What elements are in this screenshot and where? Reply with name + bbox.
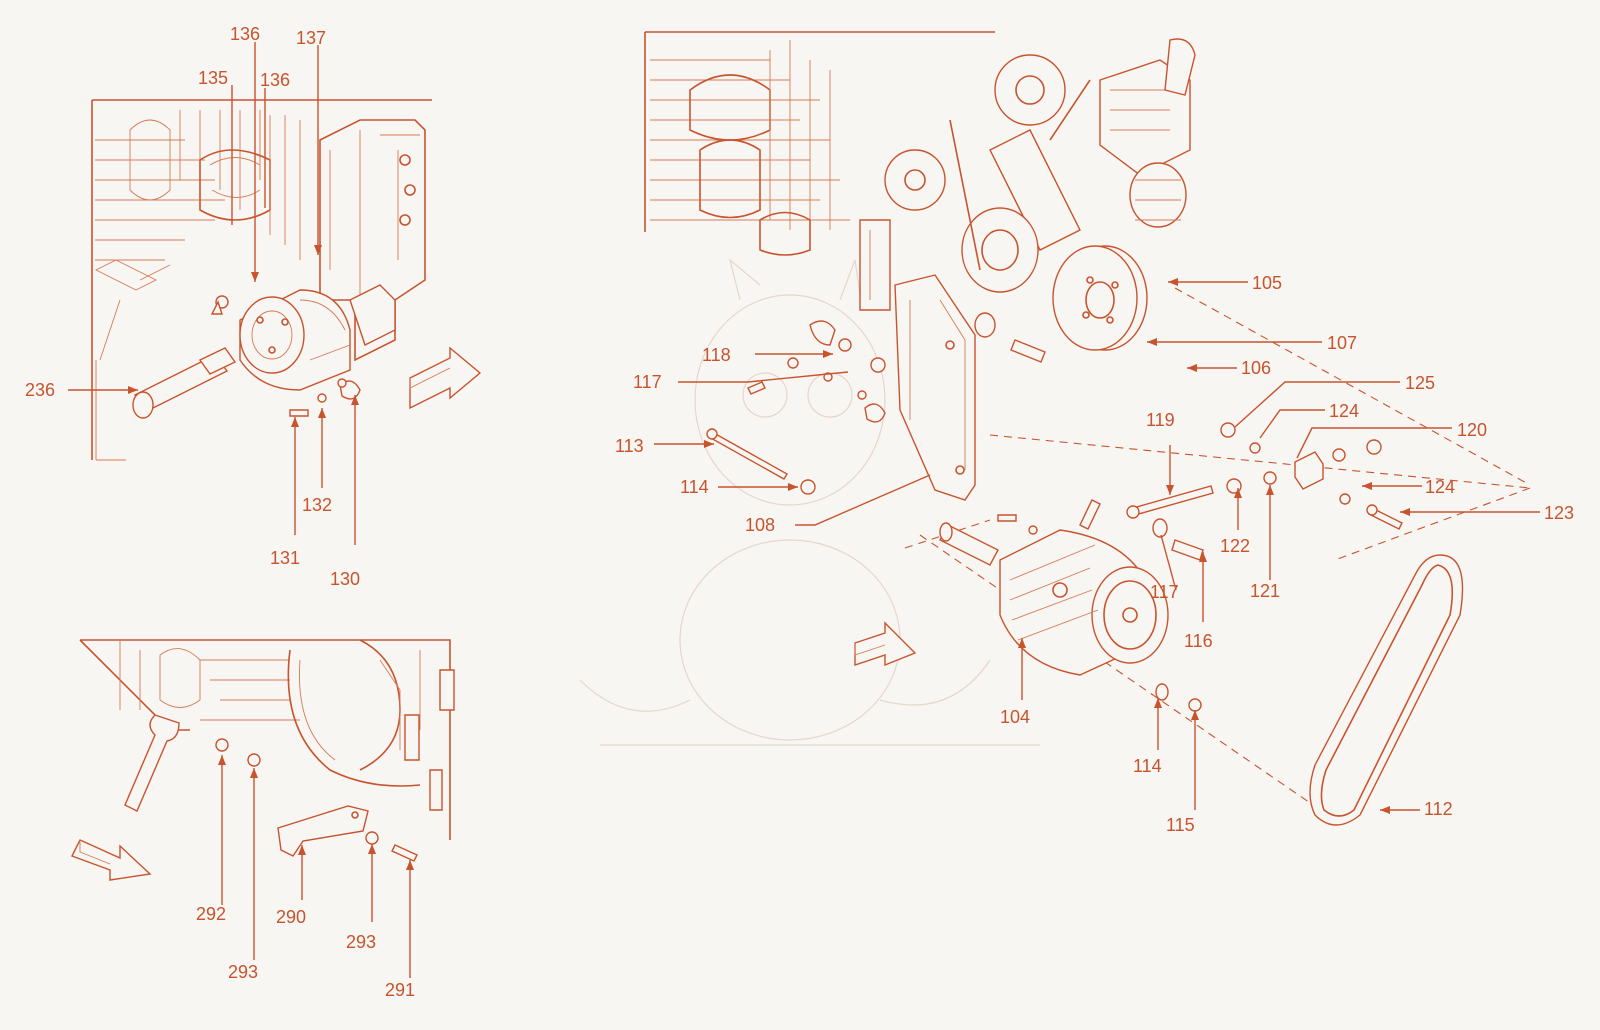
arrowheads xyxy=(128,245,1410,870)
callout-105: 105 xyxy=(1252,273,1282,293)
callout-108: 108 xyxy=(745,515,775,535)
callout-113: 113 xyxy=(615,436,644,456)
panel-bottom-left xyxy=(71,639,455,978)
callout-125: 125 xyxy=(1405,373,1435,393)
callout-135: 135 xyxy=(198,68,228,88)
panel-top-left xyxy=(68,42,482,545)
callout-117: 117 xyxy=(633,372,662,392)
panel-right xyxy=(644,31,1540,826)
callout-107: 107 xyxy=(1327,333,1357,353)
callout-137: 137 xyxy=(296,28,326,48)
orientation-arrow-icon xyxy=(854,621,917,667)
callout-115: 115 xyxy=(1166,815,1195,835)
orientation-arrow-icon xyxy=(71,839,152,881)
callout-136: 136 xyxy=(230,24,260,44)
callout-116: 116 xyxy=(1184,631,1213,651)
callout-130: 130 xyxy=(330,569,360,589)
callout-124: 124 xyxy=(1329,401,1359,421)
callout-293-second: 293 xyxy=(346,932,376,952)
callout-121: 121 xyxy=(1250,581,1280,601)
callout-118: 118 xyxy=(702,345,731,365)
callout-123: 123 xyxy=(1544,503,1574,523)
callout-labels: 136 137 135 136 236 132 131 130 292 290 … xyxy=(25,24,1574,1000)
orientation-arrow-icon xyxy=(409,346,482,410)
callout-124-second: 124 xyxy=(1425,477,1455,497)
callout-131: 131 xyxy=(270,548,300,568)
callout-236: 236 xyxy=(25,380,55,400)
callout-293: 293 xyxy=(228,962,258,982)
callout-120: 120 xyxy=(1457,420,1487,440)
callout-104: 104 xyxy=(1000,707,1030,727)
callout-117-second: 117 xyxy=(1150,582,1179,602)
callout-292: 292 xyxy=(196,904,226,924)
callout-112: 112 xyxy=(1424,799,1453,819)
callout-114: 114 xyxy=(680,477,709,497)
callout-132: 132 xyxy=(302,495,332,515)
callout-290: 290 xyxy=(276,907,306,927)
callout-114-second: 114 xyxy=(1133,756,1162,776)
callout-136-second: 136 xyxy=(260,70,290,90)
callout-106: 106 xyxy=(1241,358,1271,378)
callout-122: 122 xyxy=(1220,536,1250,556)
callout-291: 291 xyxy=(385,980,415,1000)
callout-119: 119 xyxy=(1146,410,1175,430)
